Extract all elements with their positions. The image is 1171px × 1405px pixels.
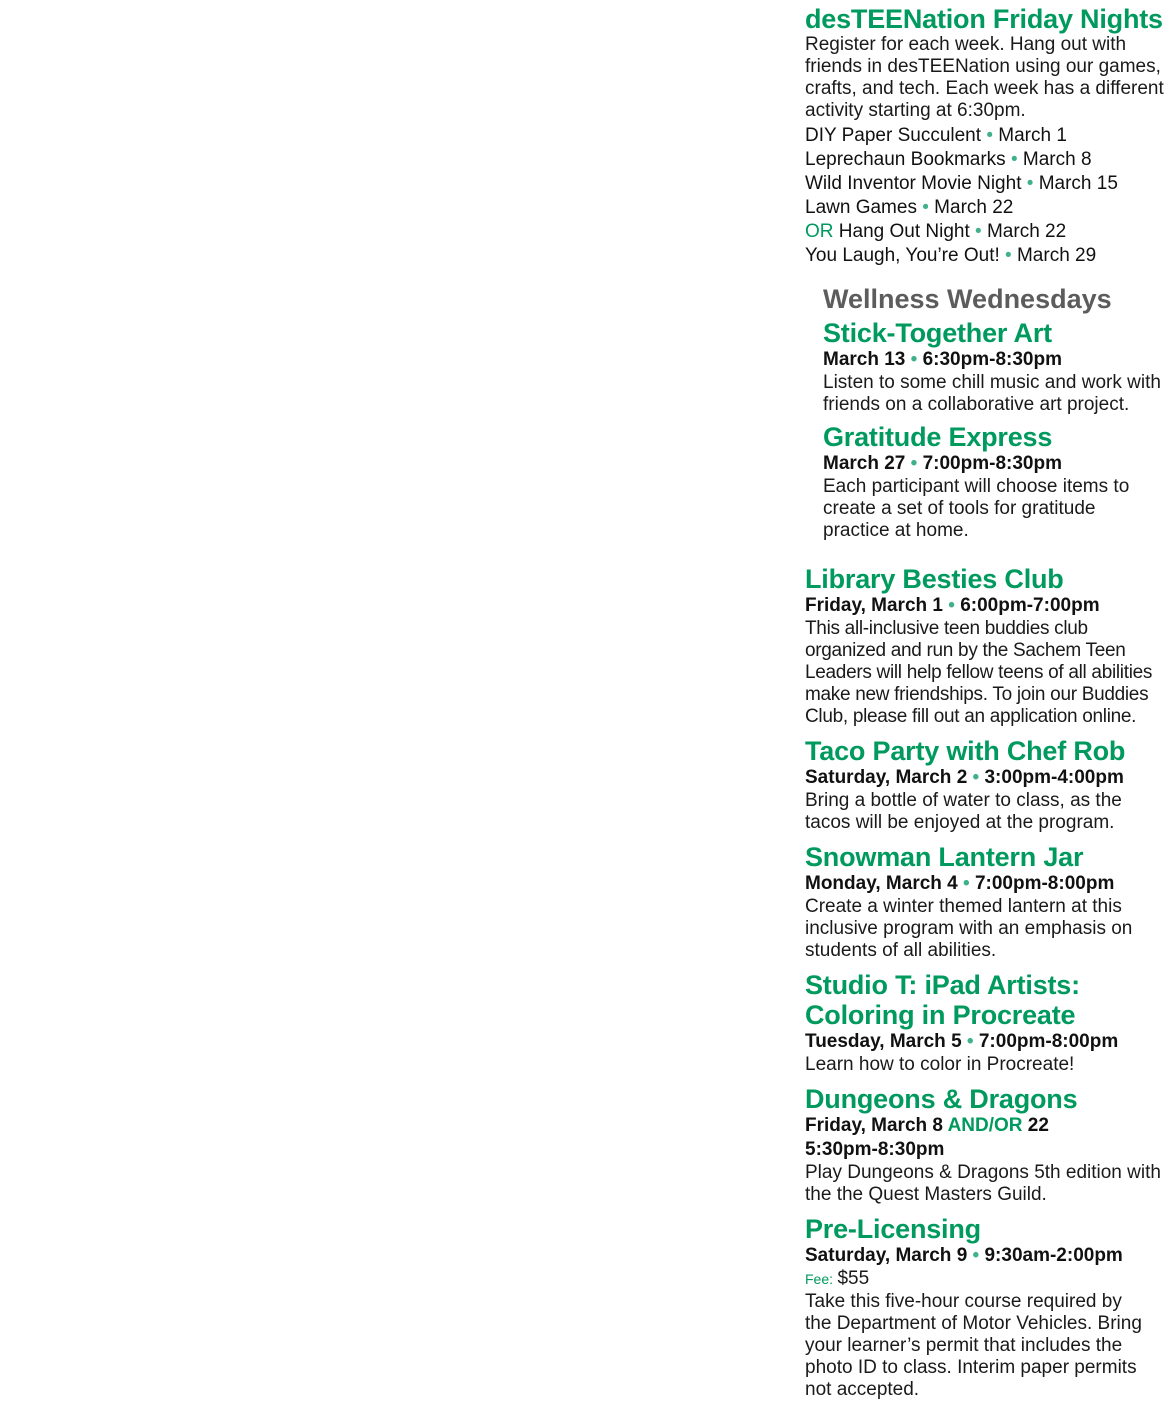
schedule-date: March 29 [1016, 245, 1097, 266]
fee-label: Fee: [805, 1271, 834, 1287]
section-description: Register for each week. Hang out with fr… [805, 34, 1164, 121]
schedule-name: You Laugh, You’re Out! [805, 245, 1000, 266]
event-studio-t: Studio T: iPad Artists: Coloring in Proc… [805, 970, 1171, 1076]
event-meta: March 13 • 6:30pm-8:30pm [823, 348, 1171, 372]
event-meta: Saturday, March 2 • 3:00pm-4:00pm [805, 766, 1171, 790]
event-title: Gratitude Express [823, 422, 1053, 452]
separator-dot: • [910, 349, 918, 370]
event-time: 6:30pm-8:30pm [922, 349, 1062, 370]
event-title: Taco Party with Chef Rob [805, 736, 1126, 766]
event-meta: March 27 • 7:00pm-8:30pm [823, 452, 1171, 476]
friday-nights-section: desTEENation Friday Nights Register for … [805, 4, 1171, 268]
separator-dot: • [972, 1245, 980, 1266]
date-connector: AND/OR [947, 1115, 1023, 1136]
schedule-date: March 8 [1022, 149, 1092, 170]
event-time: 7:00pm-8:00pm [978, 1031, 1119, 1052]
event-time: 6:00pm-7:00pm [960, 595, 1100, 616]
schedule-date: March 22 [934, 197, 1014, 218]
event-description: Take this five-hour course required by t… [805, 1291, 1142, 1400]
schedule-item: Lawn Games • March 22 [805, 196, 1171, 220]
wellness-event: Stick-Together Art March 13 • 6:30pm-8:3… [823, 318, 1171, 416]
schedule-list: DIY Paper Succulent • March 1 Leprechaun… [805, 124, 1171, 268]
event-title-line1: Studio T: iPad Artists: [805, 970, 1080, 1000]
event-title: Pre-Licensing [805, 1214, 981, 1244]
schedule-item: Leprechaun Bookmarks • March 8 [805, 148, 1171, 172]
event-meta: Monday, March 4 • 7:00pm-8:00pm [805, 872, 1171, 896]
event-description: Listen to some chill music and work with… [823, 372, 1161, 415]
separator-dot: • [1026, 173, 1034, 194]
wellness-heading: Wellness Wednesdays [823, 284, 1112, 314]
schedule-prefix: OR [805, 221, 834, 242]
separator-dot: • [1005, 245, 1012, 266]
schedule-date: March 22 [986, 221, 1067, 242]
wellness-section: Wellness Wednesdays Stick-Together Art M… [823, 284, 1171, 542]
event-date: Saturday, March 2 [805, 767, 968, 788]
fee-line: Fee: $55 [805, 1268, 1171, 1291]
event-description: Play Dungeons & Dragons 5th edition with… [805, 1162, 1161, 1205]
separator-dot: • [922, 197, 929, 218]
schedule-item: OR Hang Out Night • March 22 [805, 220, 1171, 244]
schedule-name: Lawn Games [805, 197, 917, 218]
event-meta: Friday, March 8 AND/OR 22 [805, 1114, 1171, 1138]
event-description: Create a winter themed lantern at this i… [805, 896, 1133, 961]
event-description: This all-inclusive teen buddies club org… [805, 618, 1153, 727]
separator-dot: • [972, 767, 980, 788]
separator-dot: • [1010, 149, 1018, 170]
schedule-date: March 15 [1038, 173, 1118, 194]
event-pre-licensing: Pre-Licensing Saturday, March 9 • 9:30am… [805, 1214, 1171, 1401]
fee-value: $55 [837, 1268, 870, 1289]
event-meta: Saturday, March 9 • 9:30am-2:00pm [805, 1244, 1171, 1268]
event-time: 5:30pm-8:30pm [805, 1139, 945, 1160]
separator-dot: • [948, 595, 955, 616]
event-description: Bring a bottle of water to class, as the… [805, 790, 1122, 833]
schedule-name: Hang Out Night [838, 221, 970, 242]
event-date: Tuesday, March 5 [805, 1031, 962, 1052]
event-date-alt: 22 [1027, 1115, 1049, 1136]
separator-dot: • [963, 873, 970, 894]
event-time: 9:30am-2:00pm [984, 1245, 1123, 1266]
separator-dot: • [910, 453, 918, 474]
event-description: Each participant will choose items to cr… [823, 476, 1130, 541]
schedule-item: You Laugh, You’re Out! • March 29 [805, 244, 1171, 268]
event-date: March 13 [823, 349, 906, 370]
event-meta: Friday, March 1 • 6:00pm-7:00pm [805, 594, 1171, 618]
event-date: March 27 [823, 453, 906, 474]
event-dungeons-dragons: Dungeons & Dragons Friday, March 8 AND/O… [805, 1084, 1171, 1206]
event-meta: Tuesday, March 5 • 7:00pm-8:00pm [805, 1030, 1171, 1054]
separator-dot: • [975, 221, 982, 242]
separator-dot: • [986, 125, 993, 146]
event-time: 7:00pm-8:30pm [922, 453, 1062, 474]
event-title: Stick-Together Art [823, 318, 1052, 348]
schedule-name: Leprechaun Bookmarks [805, 149, 1006, 170]
event-date: Friday, March 1 [805, 595, 943, 616]
section-title: desTEENation Friday Nights [805, 4, 1163, 34]
event-taco-party: Taco Party with Chef Rob Saturday, March… [805, 736, 1171, 834]
schedule-item: DIY Paper Succulent • March 1 [805, 124, 1171, 148]
separator-dot: • [966, 1031, 974, 1052]
event-title: Dungeons & Dragons [805, 1084, 1078, 1114]
schedule-name: DIY Paper Succulent [805, 125, 982, 146]
schedule-name: Wild Inventor Movie Night [805, 173, 1022, 194]
event-description: Learn how to color in Procreate! [805, 1054, 1075, 1075]
event-library-besties: Library Besties Club Friday, March 1 • 6… [805, 564, 1171, 728]
schedule-item: Wild Inventor Movie Night • March 15 [805, 172, 1171, 196]
events-column: desTEENation Friday Nights Register for … [805, 4, 1171, 1405]
event-title: Snowman Lantern Jar [805, 842, 1084, 872]
event-date: Monday, March 4 [805, 873, 958, 894]
event-time: 7:00pm-8:00pm [974, 873, 1115, 894]
event-time: 3:00pm-4:00pm [984, 767, 1124, 788]
event-date: Saturday, March 9 [805, 1245, 968, 1266]
schedule-date: March 1 [998, 125, 1067, 146]
event-date: Friday, March 8 [805, 1115, 943, 1136]
event-title: Library Besties Club [805, 564, 1064, 594]
event-snowman-lantern: Snowman Lantern Jar Monday, March 4 • 7:… [805, 842, 1171, 962]
wellness-event: Gratitude Express March 27 • 7:00pm-8:30… [823, 422, 1171, 542]
event-title-line2: Coloring in Procreate [805, 1000, 1076, 1030]
